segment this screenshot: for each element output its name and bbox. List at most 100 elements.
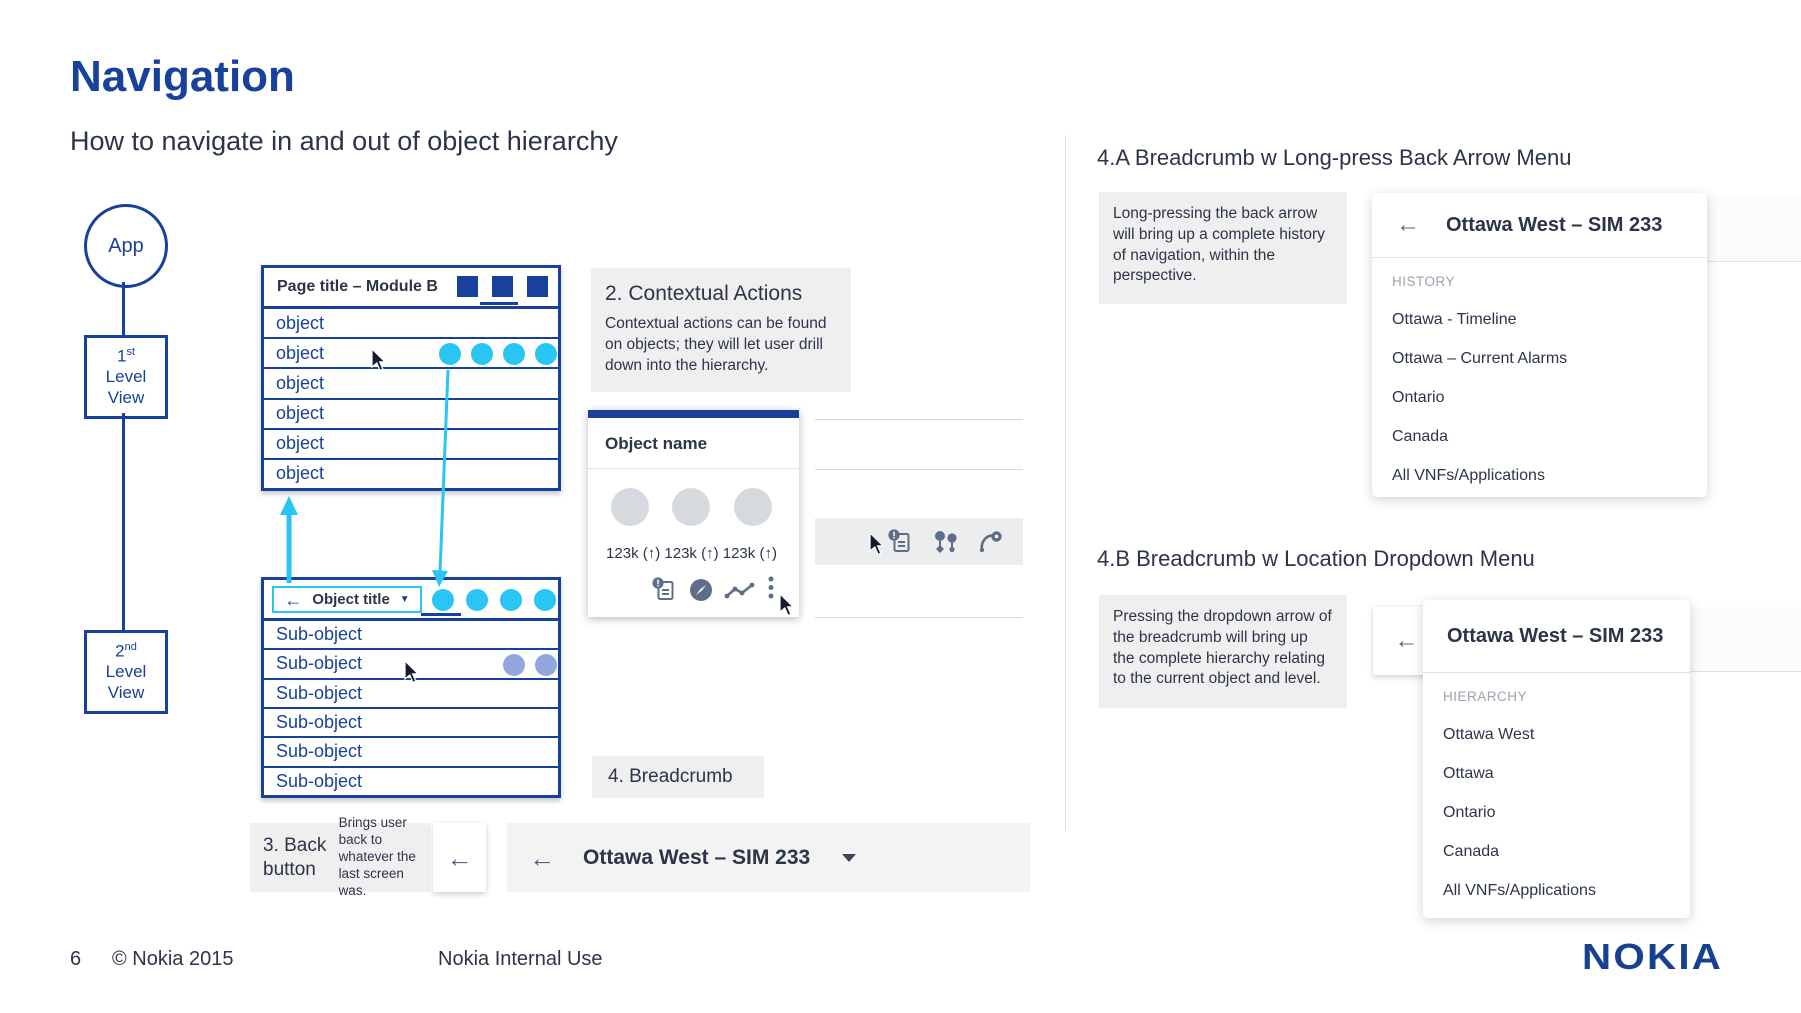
module-tab-icon[interactable] — [492, 276, 513, 297]
module-b-header: Page title – Module B — [264, 268, 558, 309]
row-action-bar — [815, 518, 1023, 565]
alarm-document-icon[interactable] — [886, 528, 914, 561]
module-b-rows: object object object object object objec… — [264, 309, 558, 488]
back-arrow-icon[interactable]: ← — [1394, 627, 1419, 654]
back-arrow-icon[interactable]: ← — [1396, 211, 1420, 238]
sub-object-list-mock: ← Object title ▼ Sub-object Sub-object S… — [261, 577, 561, 798]
contextual-actions-body: Contextual actions can be found on objec… — [605, 315, 827, 374]
contextual-action-dot[interactable] — [535, 343, 557, 366]
cursor-pointer-icon — [404, 659, 425, 691]
menu-item[interactable]: Ottawa – Current Alarms — [1392, 339, 1707, 378]
alarm-document-icon[interactable] — [650, 576, 678, 609]
menu-item[interactable]: Ontario — [1443, 793, 1690, 832]
object-title-dropdown[interactable]: ← Object title ▼ — [272, 586, 422, 613]
menu-item-label: Ottawa West — [1443, 725, 1535, 743]
nokia-logo: NOKIA — [1582, 936, 1724, 977]
cursor-pointer-icon — [371, 347, 392, 379]
chevron-down-icon[interactable] — [842, 853, 857, 862]
menu-item[interactable]: Ottawa - Timeline — [1392, 300, 1707, 339]
table-row[interactable]: object — [264, 397, 558, 428]
contextual-action-dot[interactable] — [535, 654, 557, 677]
module-tab-icon[interactable] — [527, 276, 548, 297]
table-row[interactable]: object — [264, 309, 558, 337]
back-button[interactable]: ← — [433, 823, 486, 892]
row-label: object — [276, 372, 325, 393]
table-row[interactable]: Sub-object — [264, 736, 558, 765]
object-name-title: Object name — [605, 434, 708, 453]
breadcrumb-mock: ← Ottawa West – SIM 233 — [507, 823, 1030, 892]
copyright: © Nokia 2015 — [112, 948, 234, 970]
contextual-action-dot[interactable] — [503, 654, 525, 677]
table-row[interactable]: Sub-object — [264, 706, 558, 736]
menu-item[interactable]: Ottawa West — [1443, 715, 1690, 754]
table-row[interactable]: Sub-object — [264, 621, 558, 648]
connector-app-level1 — [122, 282, 125, 335]
menu-item-label: Ontario — [1443, 803, 1496, 821]
level2-word2: View — [107, 682, 145, 702]
table-row[interactable]: object — [264, 457, 558, 488]
level2-word1: Level — [105, 661, 147, 681]
back-arrow-icon[interactable]: ← — [446, 842, 473, 873]
kpi-values: 123k (↑) 123k (↑) 123k (↑) — [606, 545, 777, 562]
classification: Nokia Internal Use — [438, 948, 603, 970]
object-title-label: Object title — [312, 591, 390, 608]
table-row[interactable]: Sub-object — [264, 648, 558, 677]
menu-item[interactable]: All VNFs/Applications — [1392, 456, 1707, 495]
row-label: Sub-object — [276, 741, 363, 762]
level1-node: 1st Level View — [84, 335, 168, 419]
menu-item[interactable]: Canada — [1392, 417, 1707, 456]
table-row[interactable]: object — [264, 367, 558, 397]
page-number: 6 — [70, 948, 82, 970]
history-menu-list: HISTORY Ottawa - Timeline Ottawa – Curre… — [1372, 258, 1707, 495]
level1-ordinal: 1st — [116, 345, 136, 366]
table-row[interactable]: object — [264, 337, 558, 367]
level2-node: 2nd Level View — [84, 630, 168, 714]
section-a-heading: 4.A Breadcrumb w Long-press Back Arrow M… — [1097, 145, 1572, 170]
contextual-action-dot[interactable] — [471, 343, 493, 366]
cursor-pointer-icon — [869, 531, 890, 563]
contextual-action-dot[interactable] — [503, 343, 525, 366]
contextual-action-dot[interactable] — [534, 589, 556, 611]
menu-item-label: Ottawa – Current Alarms — [1392, 349, 1568, 367]
kebab-menu-icon[interactable] — [766, 574, 776, 607]
branch-route-icon[interactable] — [976, 528, 1004, 561]
compass-icon[interactable] — [688, 577, 714, 608]
table-row[interactable]: object — [264, 427, 558, 458]
placeholder-row-line — [815, 469, 1023, 470]
page-subtitle: How to navigate in and out of object hie… — [70, 126, 618, 156]
hierarchy-menu-title[interactable]: Ottawa West – SIM 233 — [1447, 624, 1664, 647]
back-arrow-icon[interactable]: ← — [284, 589, 303, 610]
trend-chart-icon[interactable] — [724, 580, 756, 607]
back-note-title: 3. Back button — [263, 834, 327, 880]
row-label: object — [276, 312, 325, 333]
topology-icon[interactable] — [931, 528, 959, 561]
menu-item[interactable]: All VNFs/Applications — [1443, 871, 1690, 910]
contextual-action-dot[interactable] — [500, 589, 522, 611]
history-menu-title[interactable]: Ottawa West – SIM 233 — [1446, 213, 1663, 236]
contextual-action-dot[interactable] — [439, 343, 461, 366]
connector-level1-level2 — [122, 413, 125, 630]
menu-item-label: Ottawa — [1443, 764, 1494, 782]
menu-item-label: Canada — [1443, 842, 1500, 860]
menu-item[interactable]: Ontario — [1392, 378, 1707, 417]
placeholder-row-line — [815, 617, 1023, 618]
contextual-action-dot[interactable] — [466, 589, 488, 611]
module-tabs — [457, 276, 548, 297]
app-node: App — [84, 204, 168, 288]
breadcrumb-label[interactable]: Ottawa West – SIM 233 — [583, 845, 811, 869]
menu-item-label: Canada — [1392, 427, 1449, 445]
kpi-placeholder-circle — [672, 488, 710, 526]
back-arrow-icon[interactable]: ← — [529, 842, 555, 873]
row-label: object — [276, 433, 325, 454]
sub-object-header: ← Object title ▼ — [264, 580, 558, 621]
module-tab-icon[interactable] — [457, 276, 478, 297]
menu-item-label: Ottawa - Timeline — [1392, 310, 1517, 328]
column-divider — [1065, 135, 1066, 830]
contextual-action-dot[interactable] — [432, 589, 454, 611]
menu-section-label: HISTORY — [1392, 274, 1456, 289]
menu-item[interactable]: Ottawa — [1443, 754, 1690, 793]
contextual-actions-note: 2. Contextual Actions Contextual actions… — [591, 268, 851, 392]
chevron-down-icon[interactable]: ▼ — [399, 594, 410, 605]
menu-item[interactable]: Canada — [1443, 832, 1690, 871]
table-row[interactable]: Sub-object — [264, 765, 558, 795]
